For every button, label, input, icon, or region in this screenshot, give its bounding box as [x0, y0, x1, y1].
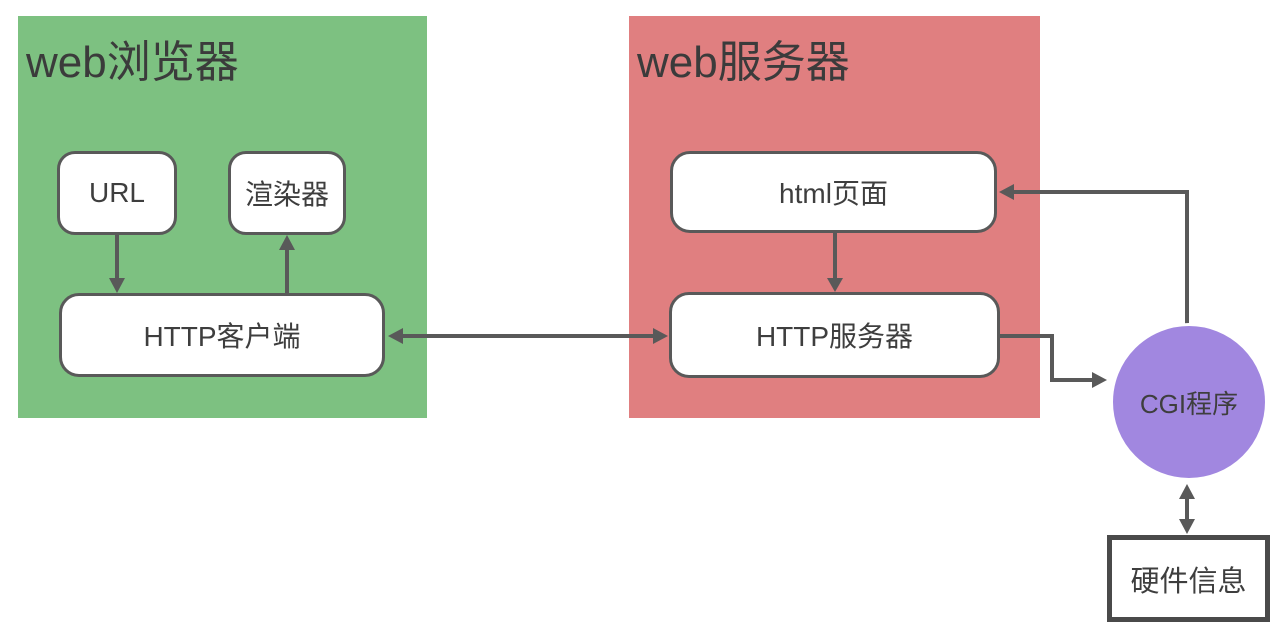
node-hardware-info: 硬件信息	[1107, 535, 1270, 622]
edge-httpclient-to-renderer	[279, 235, 295, 293]
node-html-page-label: html页面	[779, 178, 888, 209]
node-html-page: html页面	[670, 151, 997, 233]
edge-cgi-to-htmlpage	[999, 184, 1189, 325]
server-group-title: web服务器	[637, 38, 850, 87]
node-renderer-label: 渲染器	[244, 179, 329, 210]
node-cgi-program-label: CGI程序	[1139, 388, 1239, 419]
edge-url-to-httpclient	[109, 235, 125, 293]
edge-htmlpage-to-httpserver	[827, 233, 843, 292]
node-url-label: URL	[88, 177, 145, 208]
node-hardware-info-label: 硬件信息	[1130, 565, 1247, 598]
edge-httpserver-to-cgi	[1000, 334, 1107, 388]
node-url: URL	[57, 151, 177, 235]
node-renderer: 渲染器	[228, 151, 346, 235]
edge-cgi-hardware-double	[1179, 484, 1195, 534]
node-http-client: HTTP客户端	[59, 293, 385, 377]
node-http-server: HTTP服务器	[669, 292, 1000, 378]
browser-group-title: web浏览器	[26, 38, 239, 87]
edge-httpclient-httpserver-double	[388, 328, 668, 344]
node-cgi-program: CGI程序	[1110, 323, 1268, 481]
node-http-server-label: HTTP服务器	[755, 321, 914, 352]
node-http-client-label: HTTP客户端	[143, 321, 301, 352]
